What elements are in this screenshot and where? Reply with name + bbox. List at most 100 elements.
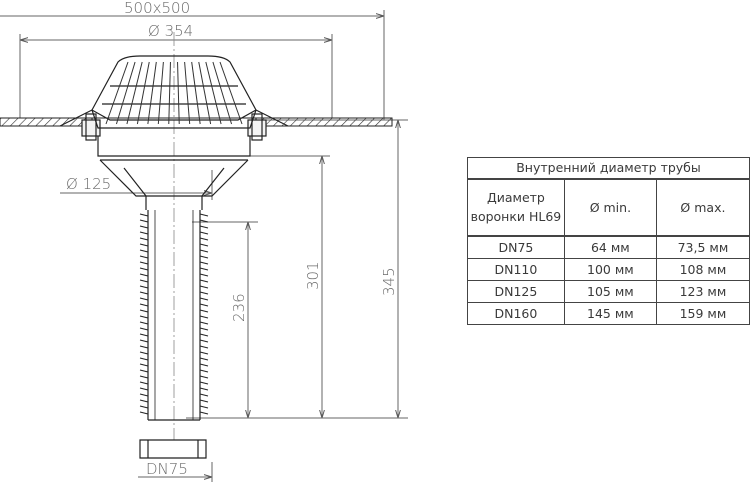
pipe-rib	[199, 351, 209, 355]
pipe-rib	[199, 267, 209, 271]
pipe-rib	[139, 321, 149, 325]
pipe-rib	[139, 237, 149, 241]
roof-membrane	[0, 117, 393, 127]
pipe-rib	[139, 273, 149, 277]
leaf-guard-slot	[184, 61, 191, 125]
leaf-guard-slot	[105, 61, 129, 125]
leaf-guard-slot	[115, 61, 136, 125]
pipe-rib	[139, 315, 149, 319]
header-funnel-diameter: Диаметр воронки HL69	[467, 178, 565, 237]
cell-min: 64 мм	[563, 235, 657, 259]
pipe-rib	[199, 345, 209, 349]
pipe-rib	[199, 411, 209, 415]
pipe-rib	[199, 339, 209, 343]
leaf-guard-slot	[191, 61, 201, 125]
pipe-dn-label: DN75	[146, 460, 188, 478]
leaf-guard-slot	[219, 61, 243, 125]
pipe-rib	[139, 345, 149, 349]
table-row: DN75 64 мм 73,5 мм	[467, 235, 750, 259]
outlet-diameter-label: Ø 125	[66, 175, 111, 193]
pipe-rib	[199, 249, 209, 253]
length-301-label: 301	[304, 261, 322, 290]
header-max: Ø max.	[655, 178, 750, 237]
pipe-rib	[139, 387, 149, 391]
pipe-rib	[139, 327, 149, 331]
pipe-rib	[199, 357, 209, 361]
leaf-guard-slot	[126, 61, 143, 125]
funnel-body	[59, 109, 289, 421]
pipe-rib	[199, 303, 209, 307]
pipe-rib	[199, 387, 209, 391]
pipe-rib	[139, 393, 149, 397]
pipe-rib	[199, 375, 209, 379]
pipe-rib	[139, 411, 149, 415]
pipe-rib	[139, 267, 149, 271]
pipe-rib	[139, 399, 149, 403]
leaf-guard-slot	[147, 61, 157, 125]
leaf-guard-slot	[212, 61, 233, 125]
table-row: DN110 100 мм 108 мм	[467, 257, 750, 281]
pipe-rib	[199, 225, 209, 229]
leaf-guard-slots	[105, 61, 243, 125]
table-row: DN125 105 мм 123 мм	[467, 279, 750, 303]
cell-dn: DN125	[467, 279, 565, 303]
pipe-rib	[199, 231, 209, 235]
pipe-rib	[199, 381, 209, 385]
pipe-rib	[199, 291, 209, 295]
pipe-rib	[139, 381, 149, 385]
header-min: Ø min.	[563, 178, 657, 237]
header-funnel-line2: воронки HL69	[470, 209, 562, 224]
leaf-guard-slot	[168, 61, 171, 125]
pipe-rib	[139, 261, 149, 265]
pipe-rib	[199, 399, 209, 403]
pipe-rib	[139, 333, 149, 337]
length-236-label: 236	[230, 293, 248, 322]
pipe-rib	[199, 309, 209, 313]
overall-size-label: 500x500	[124, 0, 190, 17]
pipe-rib	[139, 357, 149, 361]
pipe-rib	[199, 369, 209, 373]
pipe-rib	[199, 243, 209, 247]
pipe-rib	[199, 237, 209, 241]
cell-dn: DN75	[467, 235, 565, 259]
pipe-rib	[199, 273, 209, 277]
pipe-rib	[199, 219, 209, 223]
leaf-guard-slot	[205, 61, 222, 125]
leaf-guard-slot	[177, 61, 180, 125]
leaf-guard-slot	[198, 61, 212, 125]
table-title: Внутренний диаметр трубы	[467, 157, 750, 179]
pipe-rib	[139, 369, 149, 373]
pipe-rib	[139, 219, 149, 223]
cell-max: 108 мм	[655, 257, 750, 281]
pipe-rib	[139, 309, 149, 313]
cell-max: 73,5 мм	[655, 235, 750, 259]
pipe-rib	[199, 393, 209, 397]
leaf-guard	[91, 55, 257, 129]
header-funnel-line1: Диаметр	[486, 190, 545, 205]
pipe-rib	[139, 243, 149, 247]
pipe-rib	[199, 327, 209, 331]
flange-diameter-label: Ø 354	[148, 22, 193, 40]
cell-dn: DN160	[467, 301, 565, 325]
pipe-rib	[139, 231, 149, 235]
pipe-rib	[139, 351, 149, 355]
cell-max: 159 мм	[655, 301, 750, 325]
pipe-rib	[199, 255, 209, 259]
pipe-diameter-table: Внутренний диаметр трубы Диаметр воронки…	[467, 157, 750, 325]
pipe-rib	[139, 285, 149, 289]
pipe-end-section	[139, 439, 207, 459]
pipe-rib	[139, 297, 149, 301]
pipe-rib	[199, 279, 209, 283]
pipe-rib	[199, 405, 209, 409]
pipe-rib	[199, 285, 209, 289]
leaf-guard-slot	[136, 61, 150, 125]
pipe-rib	[139, 363, 149, 367]
pipe-rib	[139, 339, 149, 343]
leaf-guard-slot	[157, 61, 164, 125]
pipe-rib	[199, 363, 209, 367]
table-row: DN160 145 мм 159 мм	[467, 301, 750, 325]
pipe-rib	[199, 321, 209, 325]
pipe-rib	[139, 375, 149, 379]
dimension-lines	[0, 10, 408, 482]
